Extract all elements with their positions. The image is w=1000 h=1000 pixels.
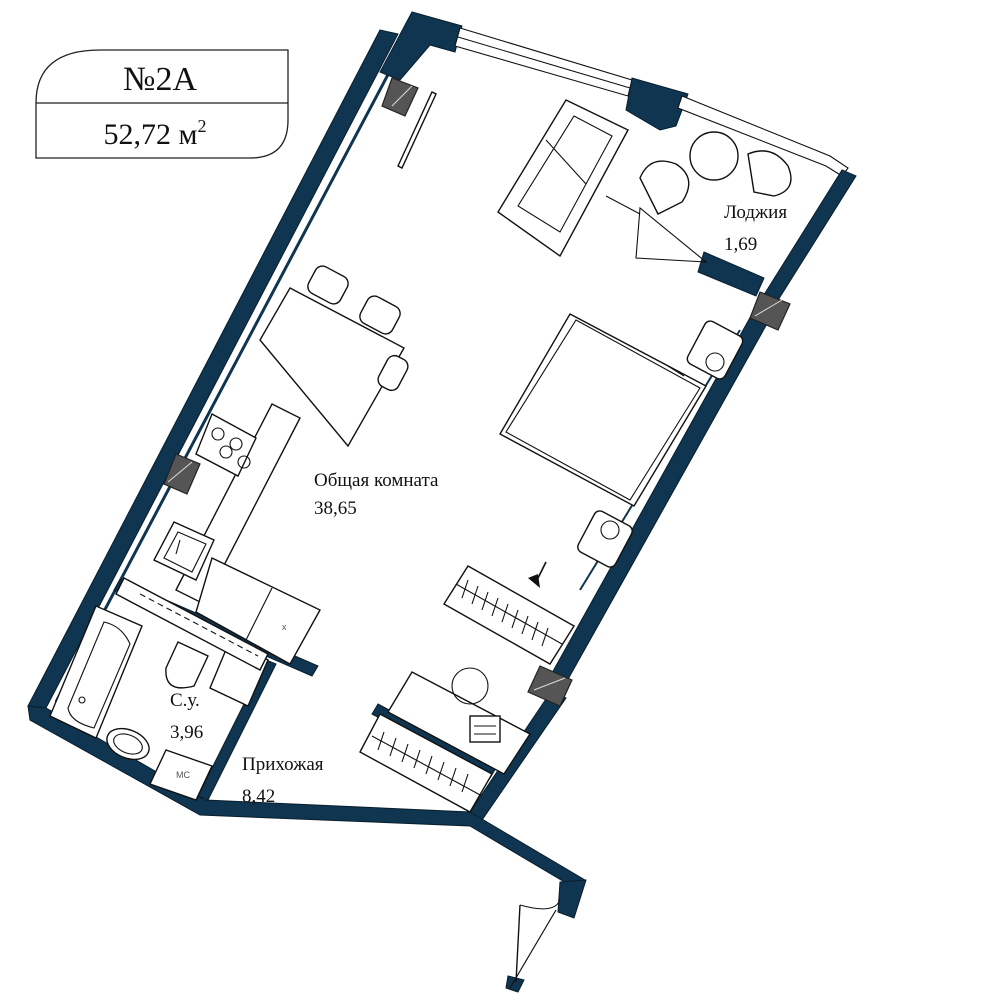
entry-inner-wall (509, 909, 557, 989)
hallway-wardrobe (359, 713, 493, 813)
hallway-name: Прихожая (242, 754, 324, 775)
washing-machine (149, 749, 213, 801)
double-bed (499, 313, 744, 568)
left-inner-thin-wall (54, 49, 403, 703)
column-top-left (381, 77, 419, 117)
entry-wall-corner (557, 879, 587, 919)
common-room-area: 38,65 (314, 498, 357, 519)
bathroom-area: 3,96 (170, 722, 203, 743)
columns (163, 77, 791, 707)
outer-walls (27, 11, 857, 993)
column-hatch-2 (167, 461, 193, 483)
bathroom-fixtures: МС (49, 577, 269, 801)
bathroom-sink (106, 727, 150, 761)
kitchen-counter: x (153, 403, 321, 665)
tv-panel (397, 91, 437, 169)
work-desk (387, 667, 532, 775)
washing-machine-label: МС (176, 770, 190, 780)
dining-set (259, 265, 409, 448)
entry-door-swing (519, 898, 561, 910)
top-middle-wall-block (625, 77, 689, 131)
direction-arrow-icon (528, 561, 547, 588)
badge-frame (35, 49, 289, 159)
column-hatch-4 (533, 677, 566, 691)
total-area: 52,72 м2 (104, 116, 207, 151)
loggia-chair-left (639, 160, 690, 215)
loggia-door-swing (635, 206, 708, 263)
total-area-unit-sup: 2 (197, 116, 206, 136)
room-wardrobe (443, 565, 575, 665)
bathroom-right-partition (197, 659, 277, 801)
loggia-divider-wall (697, 251, 765, 297)
cabinet-divider (245, 587, 273, 641)
bathroom-name: С.у. (170, 690, 200, 711)
loggia-name: Лоджия (724, 202, 787, 223)
column-right-lower (527, 665, 573, 707)
apartment-floor (30, 25, 850, 990)
hallway-area: 8,42 (242, 786, 275, 807)
top-left-wall-corner (379, 11, 463, 81)
loggia-furniture (605, 131, 792, 263)
loggia-chair-right (747, 150, 792, 197)
column-hatch-3 (754, 299, 783, 317)
loggia-table (689, 131, 739, 181)
top-window-glass (457, 36, 631, 89)
entry-door-leaf (515, 904, 521, 983)
common-room-furniture: x (153, 91, 744, 775)
cabinet-mark: x (282, 622, 287, 632)
column-hatch-1 (391, 85, 413, 107)
column-left-middle (163, 453, 201, 495)
area-badge: №2А 52,72 м2 (35, 49, 289, 159)
room-labels: Общая комната 38,65 Лоджия 1,69 С.у. 3,9… (170, 202, 787, 807)
loggia-area: 1,69 (724, 234, 757, 255)
toilet (165, 641, 209, 689)
total-area-value: 52,72 м (104, 118, 198, 151)
sofa (497, 99, 629, 258)
common-room-name: Общая комната (314, 470, 439, 491)
apartment-number: №2А (123, 61, 197, 98)
hallway-fixtures (359, 713, 561, 989)
bathtub (49, 605, 143, 739)
